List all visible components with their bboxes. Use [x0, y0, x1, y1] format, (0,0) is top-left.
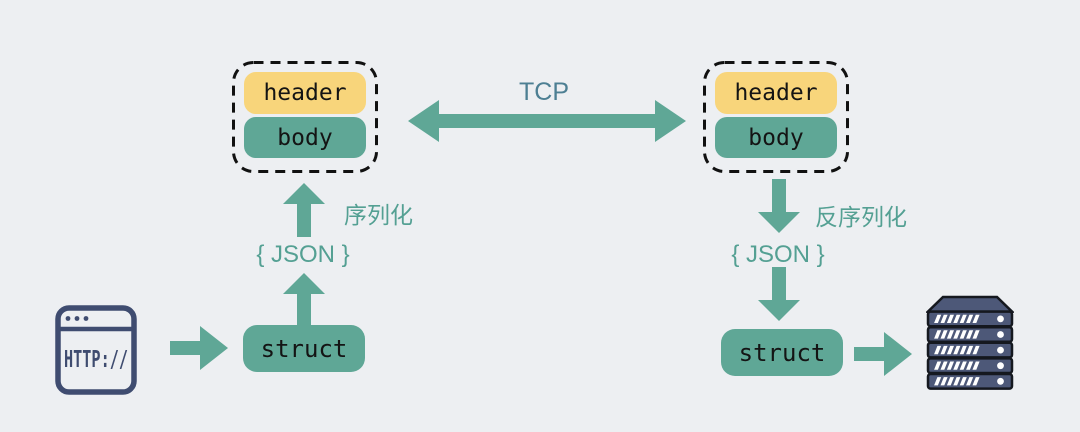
arrow-json-to-packet-left: [283, 183, 325, 237]
json-label-left: { JSON }: [256, 241, 350, 268]
struct-box-left: struct: [243, 325, 365, 372]
browser-window-icon: HTTP://: [55, 305, 137, 395]
header-box-right: header: [715, 72, 837, 114]
struct-box-right: struct: [721, 329, 843, 376]
header-label-left: header: [263, 80, 347, 106]
serialize-label: 序列化: [344, 202, 413, 228]
header-label-right: header: [734, 80, 818, 106]
header-box-left: header: [244, 72, 366, 114]
packet-right: header body: [703, 61, 849, 173]
dashed-border-left: [232, 61, 378, 173]
arrow-client-to-struct: [170, 326, 228, 370]
http-icon-label: HTTP://: [64, 347, 128, 373]
json-label-right: { JSON }: [731, 241, 825, 268]
arrow-packet-to-json-right: [758, 179, 800, 233]
body-label-left: body: [277, 124, 333, 151]
struct-label-right: struct: [738, 338, 826, 367]
deserialize-label: 反序列化: [815, 204, 907, 230]
server-rack-icon: [926, 295, 1014, 390]
arrow-json-to-struct-right: [758, 267, 800, 321]
arrow-struct-to-json-left: [283, 273, 325, 327]
arrow-struct-to-server: [854, 332, 912, 376]
struct-label-left: struct: [260, 334, 348, 363]
body-box-right: body: [715, 117, 837, 158]
body-box-left: body: [244, 117, 366, 158]
dashed-border-right: [703, 61, 849, 173]
tcp-double-arrow: [408, 100, 686, 142]
packet-left: header body: [232, 61, 378, 173]
body-label-right: body: [748, 124, 804, 151]
tcp-label: TCP: [519, 78, 569, 106]
